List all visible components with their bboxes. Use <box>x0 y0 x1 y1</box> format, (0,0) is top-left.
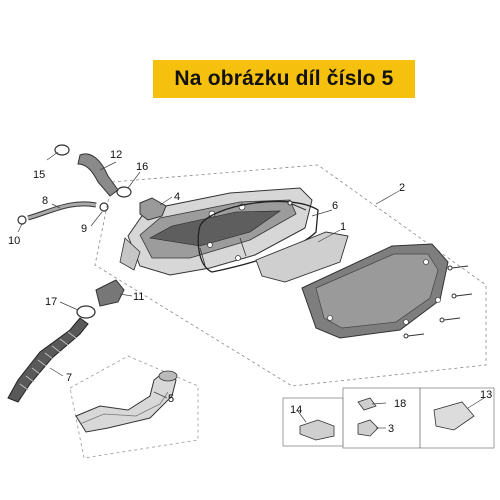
nut-part-3 <box>357 419 379 437</box>
callout-15: 15 <box>33 169 45 181</box>
callout-4: 4 <box>174 191 180 203</box>
grommet-part-18 <box>357 397 377 411</box>
callout-10: 10 <box>8 235 20 247</box>
leader-lines <box>17 151 485 429</box>
clamp-part-17 <box>76 305 96 319</box>
filter-element-part-1 <box>255 231 349 283</box>
callout-8: 8 <box>42 195 48 207</box>
duct-dashed-outline <box>69 355 199 459</box>
air-duct-part-5 <box>75 370 178 433</box>
bellows-hose-part-7 <box>7 317 89 403</box>
clip-part-10 <box>17 215 27 225</box>
clamp-part-15 <box>54 144 70 156</box>
callout-11: 11 <box>133 291 144 303</box>
callout-9: 9 <box>81 223 87 235</box>
callout-1: 1 <box>340 221 346 233</box>
clamp-part-16 <box>116 186 132 198</box>
sleeve-part-11 <box>95 279 125 307</box>
cover-screws <box>287 200 473 339</box>
parts-18-3-box <box>342 387 421 449</box>
callout-6: 6 <box>332 200 338 212</box>
callout-18: 18 <box>394 398 406 410</box>
intake-hose-part-12 <box>77 153 119 197</box>
clip-part-9 <box>99 202 109 212</box>
callout-2: 2 <box>399 182 405 194</box>
callout-labels: 1 2 3 4 5 6 7 8 9 10 11 12 13 14 15 16 1… <box>8 149 492 435</box>
filter-housing <box>119 187 313 276</box>
filter-cover-part-2 <box>301 243 449 339</box>
callout-17: 17 <box>45 296 57 308</box>
clip-part-13 <box>433 401 475 431</box>
fitting-part-4 <box>139 197 167 221</box>
part-13-box <box>419 387 495 449</box>
assembly-dashed-outline <box>94 164 487 387</box>
callout-14: 14 <box>290 404 302 416</box>
callout-13: 13 <box>480 389 492 401</box>
callout-12: 12 <box>110 149 122 161</box>
part-highlight-banner: Na obrázku díl číslo 5 <box>153 60 415 98</box>
bracket-part-14 <box>299 419 335 441</box>
callout-16: 16 <box>136 161 148 173</box>
callout-7: 7 <box>66 372 72 384</box>
callout-3: 3 <box>388 423 394 435</box>
callout-5: 5 <box>168 393 174 405</box>
